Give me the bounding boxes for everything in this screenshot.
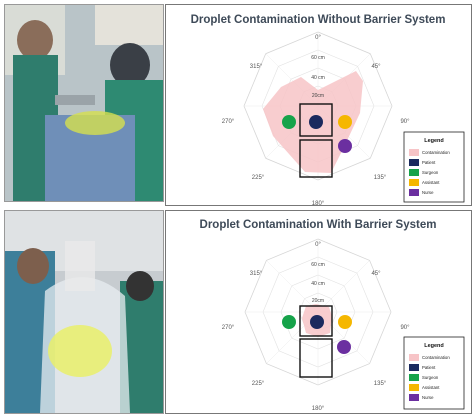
grid-spoke [266, 260, 319, 313]
patient-marker [310, 315, 324, 329]
legend-label: Surgeon [422, 170, 439, 175]
photo-without-barrier [4, 4, 164, 202]
distance-labels: 60 cm 40 cm 20cm [311, 262, 325, 304]
surgeon-marker [282, 115, 296, 129]
legend-label: Nurse [422, 190, 434, 195]
grid-spoke [317, 260, 370, 313]
legend-title: Legend [424, 138, 444, 144]
diagram-panel-with-barrier: Droplet Contamination With Barrier Syste… [165, 210, 472, 414]
legend-label: Assistant [422, 385, 440, 390]
distance-label: 40 cm [311, 75, 325, 81]
distance-labels: 60 cm 40 cm 20cm [311, 55, 325, 99]
legend-swatch-patient [409, 364, 419, 371]
legend-label: Surgeon [422, 375, 439, 380]
angle-label: 90° [400, 119, 410, 125]
angle-labels: 0° 45° 90° 135° 180° 225° 270° 315° [222, 35, 410, 205]
legend-label: Contamination [422, 150, 450, 155]
assistant-marker [338, 115, 352, 129]
patient-marker [309, 115, 323, 129]
distance-label: 60 cm [311, 262, 325, 268]
angle-label: 45° [371, 64, 381, 70]
angle-label: 90° [400, 325, 410, 331]
angle-label: 0° [315, 242, 321, 248]
legend-swatch-contamination [409, 149, 419, 156]
nurse-marker [338, 139, 352, 153]
legend-label: Contamination [422, 355, 450, 360]
legend-swatch-patient [409, 159, 419, 166]
legend-swatch-contamination [409, 354, 419, 361]
distance-label: 20cm [312, 93, 324, 99]
angle-label: 315° [250, 271, 263, 277]
surgeon-marker [282, 315, 296, 329]
nurse-marker [337, 340, 351, 354]
patient-head-box [299, 305, 333, 337]
patient-head-box [299, 103, 333, 137]
diagram-svg-with-barrier: Droplet Contamination With Barrier Syste… [200, 219, 465, 412]
angle-labels: 0° 45° 90° 135° 180° 225° 270° 315° [222, 242, 410, 412]
diagram-svg-without-barrier: Droplet Contamination Without Barrier Sy… [191, 14, 465, 205]
diagram-panel-without-barrier: Droplet Contamination Without Barrier Sy… [165, 4, 472, 206]
angle-label: 135° [374, 381, 387, 387]
angle-label: 270° [222, 325, 235, 331]
legend-swatch-assistant [409, 384, 419, 391]
legend-swatch-assistant [409, 179, 419, 186]
legend-title: Legend [424, 343, 444, 349]
angle-label: 135° [374, 175, 387, 181]
angle-label: 180° [312, 201, 325, 205]
angle-label: 315° [250, 64, 263, 70]
legend-label: Patient [422, 365, 436, 370]
angle-label: 225° [252, 381, 265, 387]
distance-label: 20cm [312, 298, 324, 304]
angle-label: 180° [312, 406, 325, 412]
angle-label: 225° [252, 175, 265, 181]
photo-with-barrier [4, 210, 164, 414]
legend-label: Assistant [422, 180, 440, 185]
legend-swatch-nurse [409, 189, 419, 196]
panel-title: Droplet Contamination With Barrier Syste… [200, 219, 437, 231]
patient-body-box [299, 338, 333, 378]
angle-label: 45° [371, 271, 381, 277]
legend-swatch-surgeon [409, 374, 419, 381]
panel-title: Droplet Contamination Without Barrier Sy… [191, 14, 446, 26]
legend-swatch-nurse [409, 394, 419, 401]
distance-label: 40 cm [311, 281, 325, 287]
legend-swatch-surgeon [409, 169, 419, 176]
angle-label: 270° [222, 119, 235, 125]
distance-label: 60 cm [311, 55, 325, 61]
legend: Legend Contamination Patient Surgeon Ass… [403, 336, 465, 410]
angle-label: 0° [315, 35, 321, 41]
legend: Legend Contamination Patient Surgeon Ass… [403, 131, 465, 203]
patient-body-box [299, 139, 333, 178]
legend-label: Nurse [422, 395, 434, 400]
legend-label: Patient [422, 160, 436, 165]
assistant-marker [338, 315, 352, 329]
